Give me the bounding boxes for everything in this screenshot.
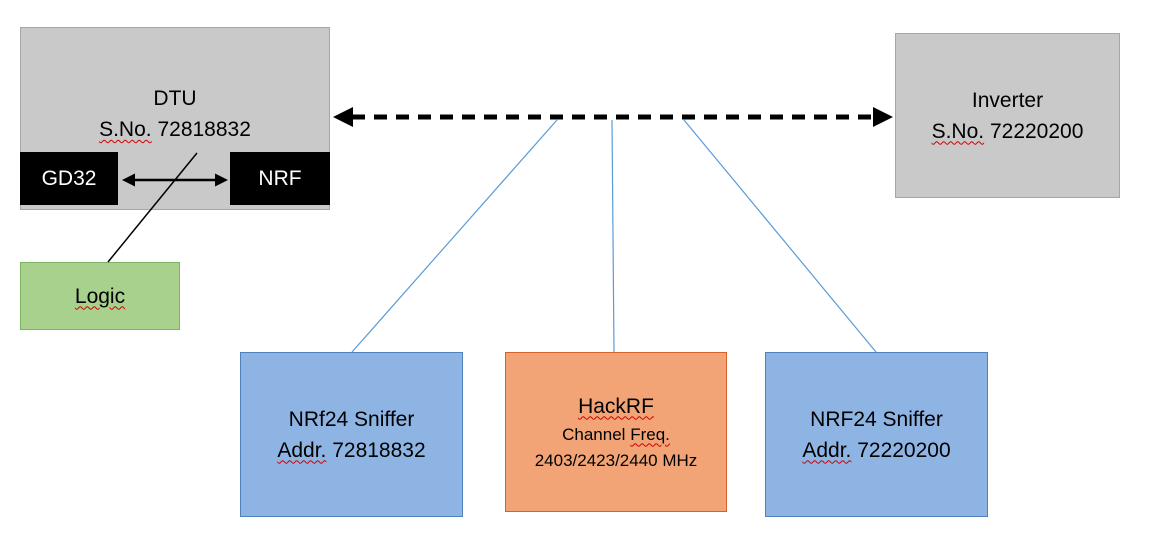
logic-node: Logic	[20, 262, 180, 330]
hackrf-channel-line: Channel Freq.	[562, 422, 670, 448]
sniffer-right-addr: Addr. 72220200	[802, 435, 950, 466]
gd32-node: GD32	[20, 152, 118, 205]
sniffer-left-addr: Addr. 72818832	[277, 435, 425, 466]
dtu-title: DTU	[153, 87, 197, 110]
dtu-serial: S.No. 72818832	[99, 114, 251, 145]
inverter-node: Inverter S.No. 72220200	[895, 33, 1120, 198]
sniffer-left-node: NRf24 Sniffer Addr. 72818832	[240, 352, 463, 517]
tap-line-sniffer-left	[351, 119, 558, 353]
sniffer-left-addr-label: Addr.	[277, 438, 327, 462]
inverter-serial-label: S.No.	[931, 119, 985, 143]
logic-label: Logic	[74, 284, 126, 308]
inverter-title: Inverter	[971, 88, 1044, 112]
dtu-serial-number: 72818832	[157, 118, 251, 141]
hackrf-title: HackRF	[578, 394, 654, 418]
arrowhead-right-icon	[873, 107, 893, 127]
sniffer-right-addr-label: Addr.	[802, 438, 852, 462]
inverter-serial: S.No. 72220200	[932, 116, 1084, 147]
nrf-label: NRF	[258, 167, 302, 190]
dtu-serial-label: S.No.	[99, 118, 152, 141]
hackrf-freq-word: Freq.	[630, 424, 670, 444]
sniffer-left-title: NRf24 Sniffer	[288, 407, 415, 431]
gd32-label: GD32	[41, 167, 97, 190]
sniffer-left-addr-number: 72818832	[332, 438, 426, 462]
arrowhead-left-icon	[333, 107, 353, 127]
sniffer-right-node: NRF24 Sniffer Addr. 72220200	[765, 352, 988, 517]
inverter-serial-number: 72220200	[989, 119, 1084, 143]
sniffer-right-title: NRF24 Sniffer	[810, 407, 943, 431]
tap-line-sniffer-right	[683, 119, 877, 353]
hackrf-frequencies: 2403/2423/2440 MHz	[534, 450, 698, 470]
tap-line-hackrf	[611, 119, 615, 353]
sniffer-right-addr-number: 72220200	[857, 438, 951, 462]
nrf-node: NRF	[230, 152, 330, 205]
hackrf-channel-word: Channel	[562, 424, 626, 444]
hackrf-node: HackRF Channel Freq. 2403/2423/2440 MHz	[505, 352, 727, 512]
